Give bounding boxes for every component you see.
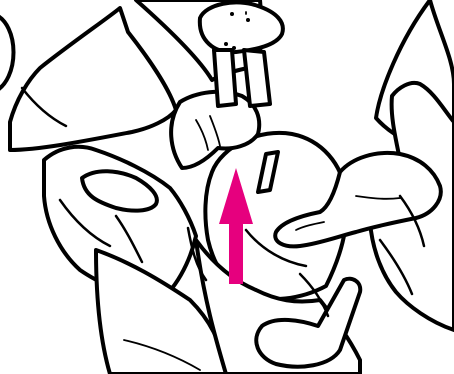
fold-line <box>378 238 414 296</box>
fold-line <box>58 198 112 248</box>
left-edge-arc <box>0 15 16 91</box>
handle-stem <box>212 48 238 108</box>
finger-line <box>209 115 221 147</box>
toy-dot <box>246 18 250 22</box>
toy-dot <box>230 12 234 16</box>
finger-line <box>295 221 325 231</box>
fold-line <box>244 228 308 268</box>
fold-line <box>114 214 144 264</box>
fold-line <box>298 272 330 318</box>
fold-line <box>398 194 426 248</box>
stitch-line <box>123 339 201 371</box>
shell-slot <box>256 150 280 194</box>
fold-line <box>20 86 68 128</box>
finger-line <box>195 119 209 151</box>
direction-arrow <box>219 168 253 284</box>
buckle-left <box>80 169 159 213</box>
clip-bottom <box>254 276 363 369</box>
fold-line <box>186 226 208 282</box>
toy-dot <box>224 42 228 46</box>
finger-line <box>355 195 401 200</box>
handle-stem-right <box>242 48 272 108</box>
arm-left <box>8 6 178 152</box>
toy-top <box>197 0 285 55</box>
arrow-up-icon <box>219 168 253 284</box>
